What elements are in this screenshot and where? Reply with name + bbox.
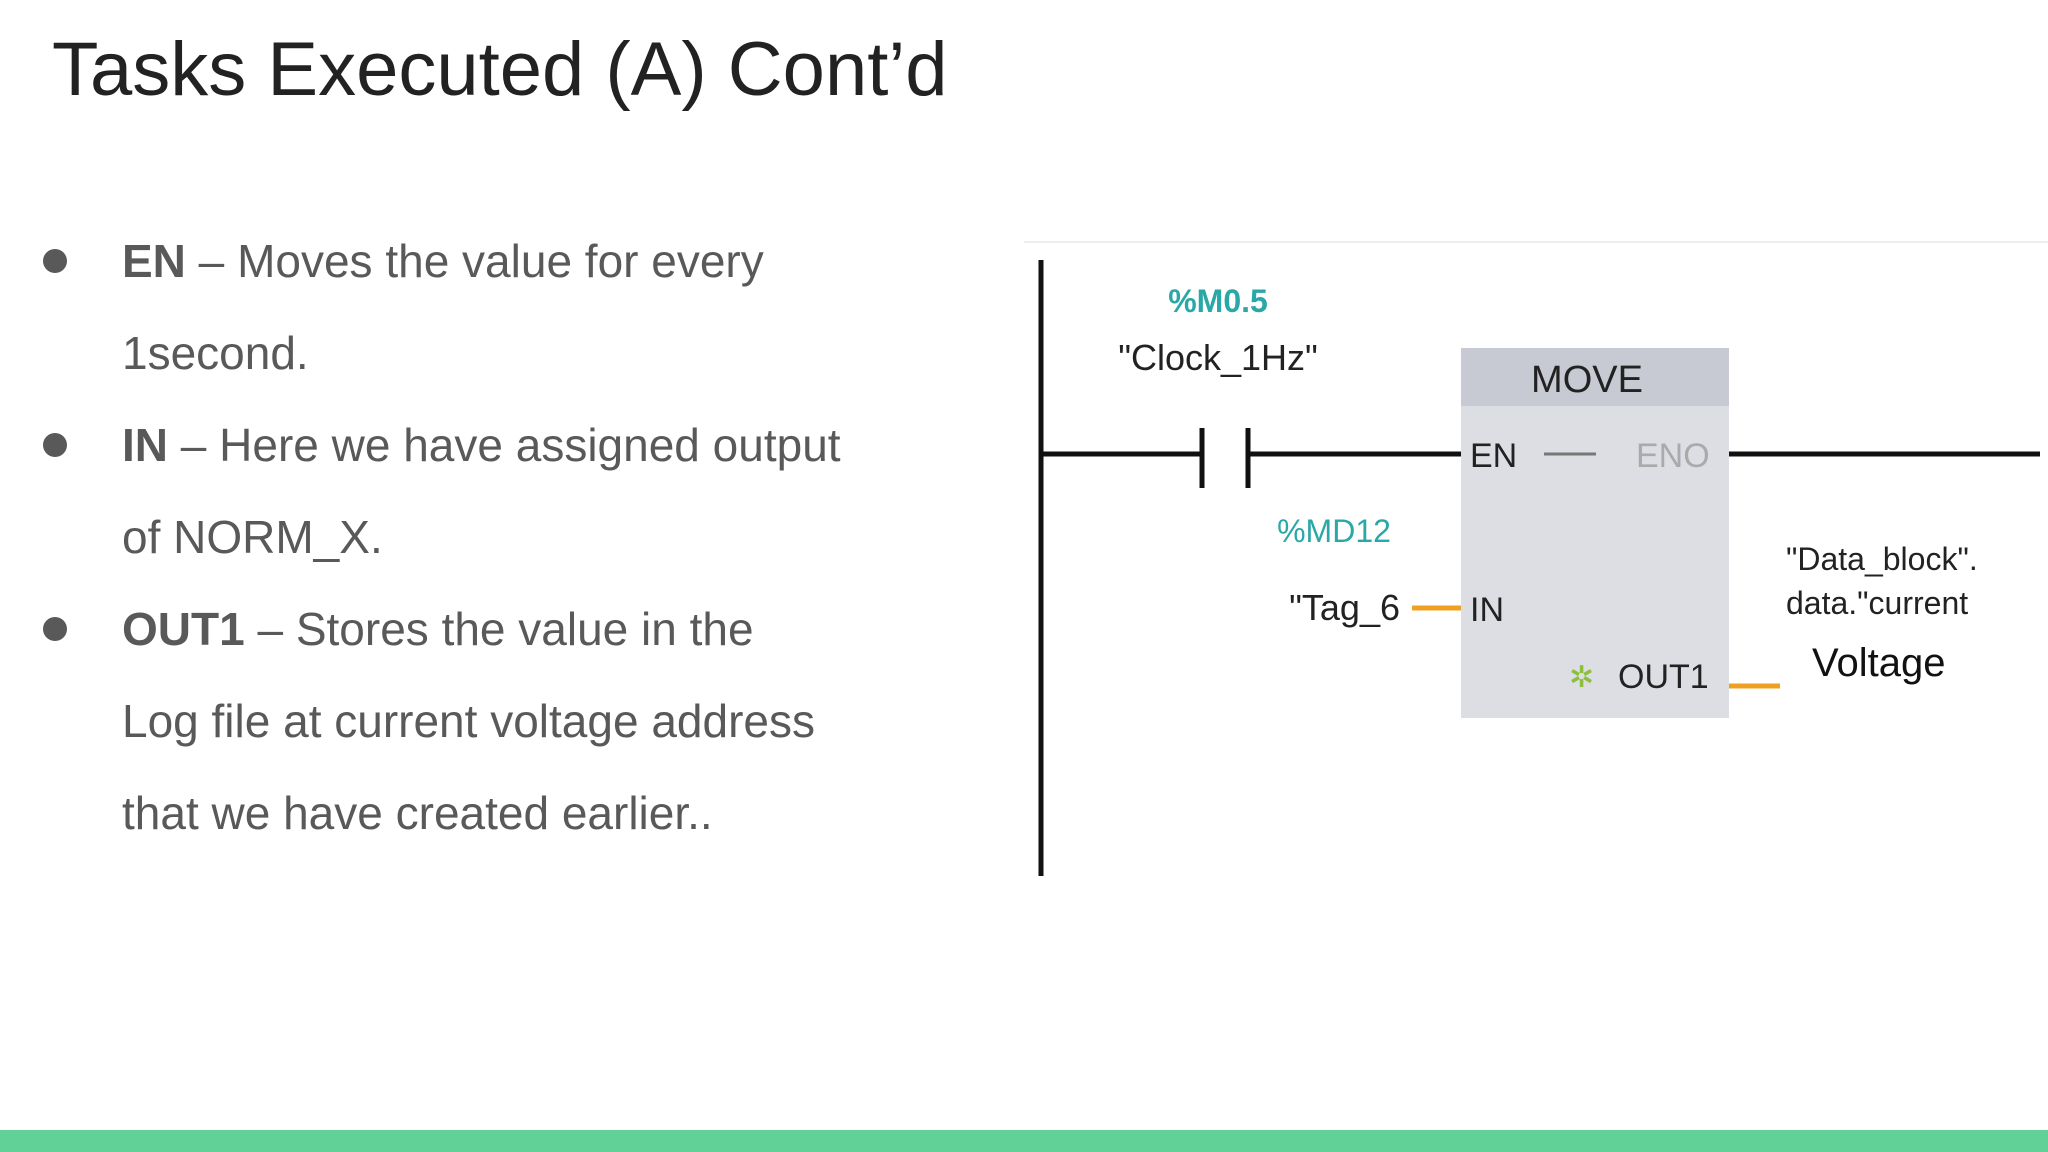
out-operand-line2: data."current <box>1786 585 1968 621</box>
bullet-term: IN <box>122 419 168 471</box>
bullet-text-line: Here we have assigned output <box>219 419 841 471</box>
bullet-text-line: of NORM_X. <box>122 511 383 563</box>
slide-title: Tasks Executed (A) Cont’d <box>52 27 948 112</box>
contact-tag: "Clock_1Hz" <box>1118 337 1318 378</box>
bullet-separator: – <box>168 419 220 471</box>
bullet-separator: – <box>244 603 296 655</box>
contact-address: %M0.5 <box>1168 283 1268 319</box>
bullet-term: OUT1 <box>122 603 245 655</box>
bullet-text-line: that we have created earlier.. <box>122 787 713 839</box>
bullet-text-line: Log file at current voltage address <box>122 695 815 747</box>
move-block-title: MOVE <box>1531 359 1643 401</box>
pin-in-label: IN <box>1470 591 1504 629</box>
in-operand-address: %MD12 <box>1277 513 1391 549</box>
bullet-text-line: Stores the value in the <box>295 603 754 655</box>
pin-out-label: OUT1 <box>1618 658 1709 696</box>
bullet-dot-icon <box>43 433 67 457</box>
ladder-diagram: MOVE EN ENO IN ✲ OUT1 %M0.5 "Clock_1Hz" … <box>1024 240 2048 900</box>
pin-en-label: EN <box>1470 437 1517 475</box>
bullet-dot-icon <box>43 249 67 273</box>
in-operand-tag: "Tag_6 <box>1289 587 1400 628</box>
bullet-list: EN – Moves the value for every 1second. IN… <box>0 215 960 859</box>
bullet-term: EN <box>122 235 186 287</box>
bullet-text-line: 1second. <box>122 327 309 379</box>
bottom-accent-bar <box>0 1130 2048 1152</box>
pin-eno-label: ENO <box>1636 437 1710 475</box>
bullet-text-line: Moves the value for every <box>237 235 764 287</box>
bullet-item: IN – Here we have assigned output of NORM… <box>0 399 942 583</box>
bullet-dot-icon <box>43 617 67 641</box>
move-block <box>1461 348 1729 718</box>
out-operand-line1: "Data_block". <box>1786 541 1978 577</box>
bullet-separator: – <box>185 235 238 287</box>
ladder-diagram-svg: MOVE EN ENO IN ✲ OUT1 %M0.5 "Clock_1Hz" … <box>1024 241 2048 876</box>
bullet-item: EN – Moves the value for every 1second. <box>0 215 942 399</box>
move-block-header <box>1461 348 1729 406</box>
out-operand-line3: Voltage <box>1812 641 1945 685</box>
out-marker-icon: ✲ <box>1569 661 1594 694</box>
